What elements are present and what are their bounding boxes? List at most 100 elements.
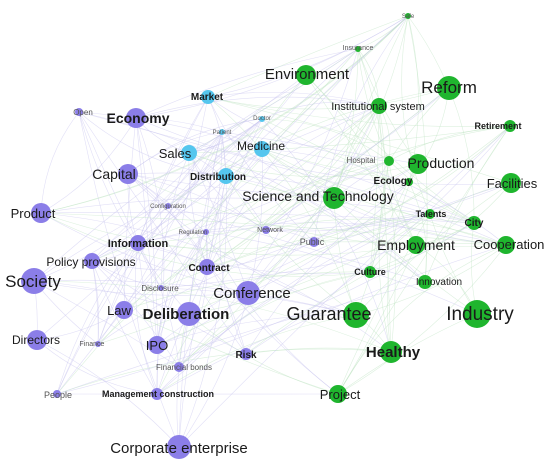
graph-edge bbox=[97, 96, 209, 345]
graph-edge bbox=[160, 244, 417, 289]
label-production: Production bbox=[408, 155, 475, 171]
label-insurance: Insurance bbox=[343, 45, 374, 52]
node-cooperation bbox=[497, 236, 515, 254]
graph-edge bbox=[369, 105, 380, 273]
label-policy-provisions: Policy provisions bbox=[46, 255, 135, 269]
node-culture bbox=[364, 266, 376, 278]
graph-edge bbox=[156, 231, 207, 346]
graph-edge bbox=[188, 152, 426, 283]
label-financial-bonds: Financial bonds bbox=[156, 363, 212, 372]
graph-edge bbox=[156, 96, 209, 346]
graph-edge bbox=[337, 213, 431, 395]
label-disclosure: Disclosure bbox=[141, 284, 179, 293]
graph-edge bbox=[91, 260, 158, 395]
graph-edge bbox=[127, 173, 162, 289]
graph-edge bbox=[247, 15, 409, 294]
graph-edge bbox=[167, 87, 450, 207]
graph-edge bbox=[178, 48, 359, 368]
graph-edge bbox=[33, 280, 180, 368]
graph-edge bbox=[40, 212, 507, 246]
graph-edge bbox=[205, 231, 339, 395]
graph-edge bbox=[127, 173, 267, 231]
label-guarantee: Guarantee bbox=[286, 304, 371, 324]
graph-edge bbox=[137, 242, 371, 275]
node-market bbox=[201, 90, 215, 104]
label-law: Law bbox=[107, 303, 131, 318]
label-conference: Conference bbox=[213, 285, 291, 302]
node-information bbox=[130, 235, 146, 251]
label-ecology: Ecology bbox=[374, 176, 413, 187]
node-open bbox=[75, 108, 83, 116]
graph-edge bbox=[40, 117, 137, 214]
label-economy: Economy bbox=[106, 110, 169, 126]
label-retirement: Retirement bbox=[474, 121, 521, 131]
node-project bbox=[329, 385, 347, 403]
graph-edge bbox=[167, 74, 307, 207]
graph-edge bbox=[369, 160, 390, 273]
label-regulation: Regulation bbox=[179, 230, 208, 236]
graph-edge bbox=[333, 105, 380, 199]
graph-edge bbox=[188, 313, 339, 395]
graph-edge bbox=[178, 213, 431, 368]
graph-edge bbox=[137, 213, 431, 250]
label-layer: SafeInsuranceEnvironmentReformInstitutio… bbox=[5, 14, 544, 457]
graph-edge bbox=[333, 48, 359, 199]
label-directors: Directors bbox=[12, 333, 60, 347]
graph-edge bbox=[127, 173, 335, 199]
graph-edge bbox=[207, 15, 409, 98]
graph-edge bbox=[160, 125, 511, 289]
label-market: Market bbox=[191, 92, 224, 103]
graph-edge bbox=[40, 212, 475, 224]
edge-layer bbox=[33, 15, 512, 448]
node-safe bbox=[405, 13, 411, 19]
label-people: People bbox=[44, 390, 72, 400]
label-healthy: Healthy bbox=[366, 344, 421, 361]
label-deliberation: Deliberation bbox=[143, 306, 230, 323]
graph-edge bbox=[33, 279, 357, 316]
graph-edge bbox=[40, 212, 417, 256]
label-culture: Culture bbox=[354, 267, 386, 277]
graph-edge bbox=[205, 131, 223, 268]
node-regulation bbox=[203, 229, 209, 235]
label-hospital: Hospital bbox=[347, 156, 376, 165]
node-directors bbox=[27, 330, 47, 350]
node-guarantee bbox=[343, 302, 369, 328]
graph-edge bbox=[156, 231, 207, 395]
graph-edge bbox=[156, 105, 380, 395]
graph-edge bbox=[207, 96, 511, 127]
node-network bbox=[262, 226, 270, 234]
node-risk bbox=[240, 348, 252, 360]
graph-edge bbox=[123, 309, 339, 395]
graph-edge bbox=[56, 348, 392, 395]
label-safe: Safe bbox=[402, 14, 415, 20]
graph-edge bbox=[429, 213, 478, 315]
node-society bbox=[21, 268, 47, 294]
graph-edge bbox=[388, 125, 511, 162]
graph-edge bbox=[205, 231, 478, 315]
graph-edge bbox=[91, 260, 100, 345]
label-reform: Reform bbox=[421, 78, 477, 97]
graph-edge bbox=[337, 244, 417, 395]
label-cooperation: Cooperation bbox=[474, 237, 545, 252]
graph-edge bbox=[261, 148, 507, 246]
graph-edge bbox=[135, 117, 512, 185]
node-financial-bonds bbox=[174, 362, 184, 372]
label-society: Society bbox=[5, 272, 61, 291]
graph-edge bbox=[78, 111, 139, 244]
graph-edge bbox=[137, 242, 180, 368]
node-facilities bbox=[501, 173, 521, 193]
graph-edge bbox=[40, 197, 475, 224]
node-deliberation bbox=[177, 302, 201, 326]
graph-edge bbox=[207, 96, 512, 184]
node-management-construction bbox=[151, 388, 163, 400]
graph-edge bbox=[207, 96, 315, 243]
label-open: Open bbox=[73, 108, 93, 117]
graph-edge bbox=[91, 260, 99, 345]
graph-edge bbox=[56, 15, 409, 395]
node-disclosure bbox=[158, 285, 164, 291]
graph-edge bbox=[188, 48, 359, 154]
graph-edge bbox=[265, 218, 507, 246]
node-conference bbox=[236, 281, 260, 305]
graph-edge bbox=[313, 15, 409, 243]
